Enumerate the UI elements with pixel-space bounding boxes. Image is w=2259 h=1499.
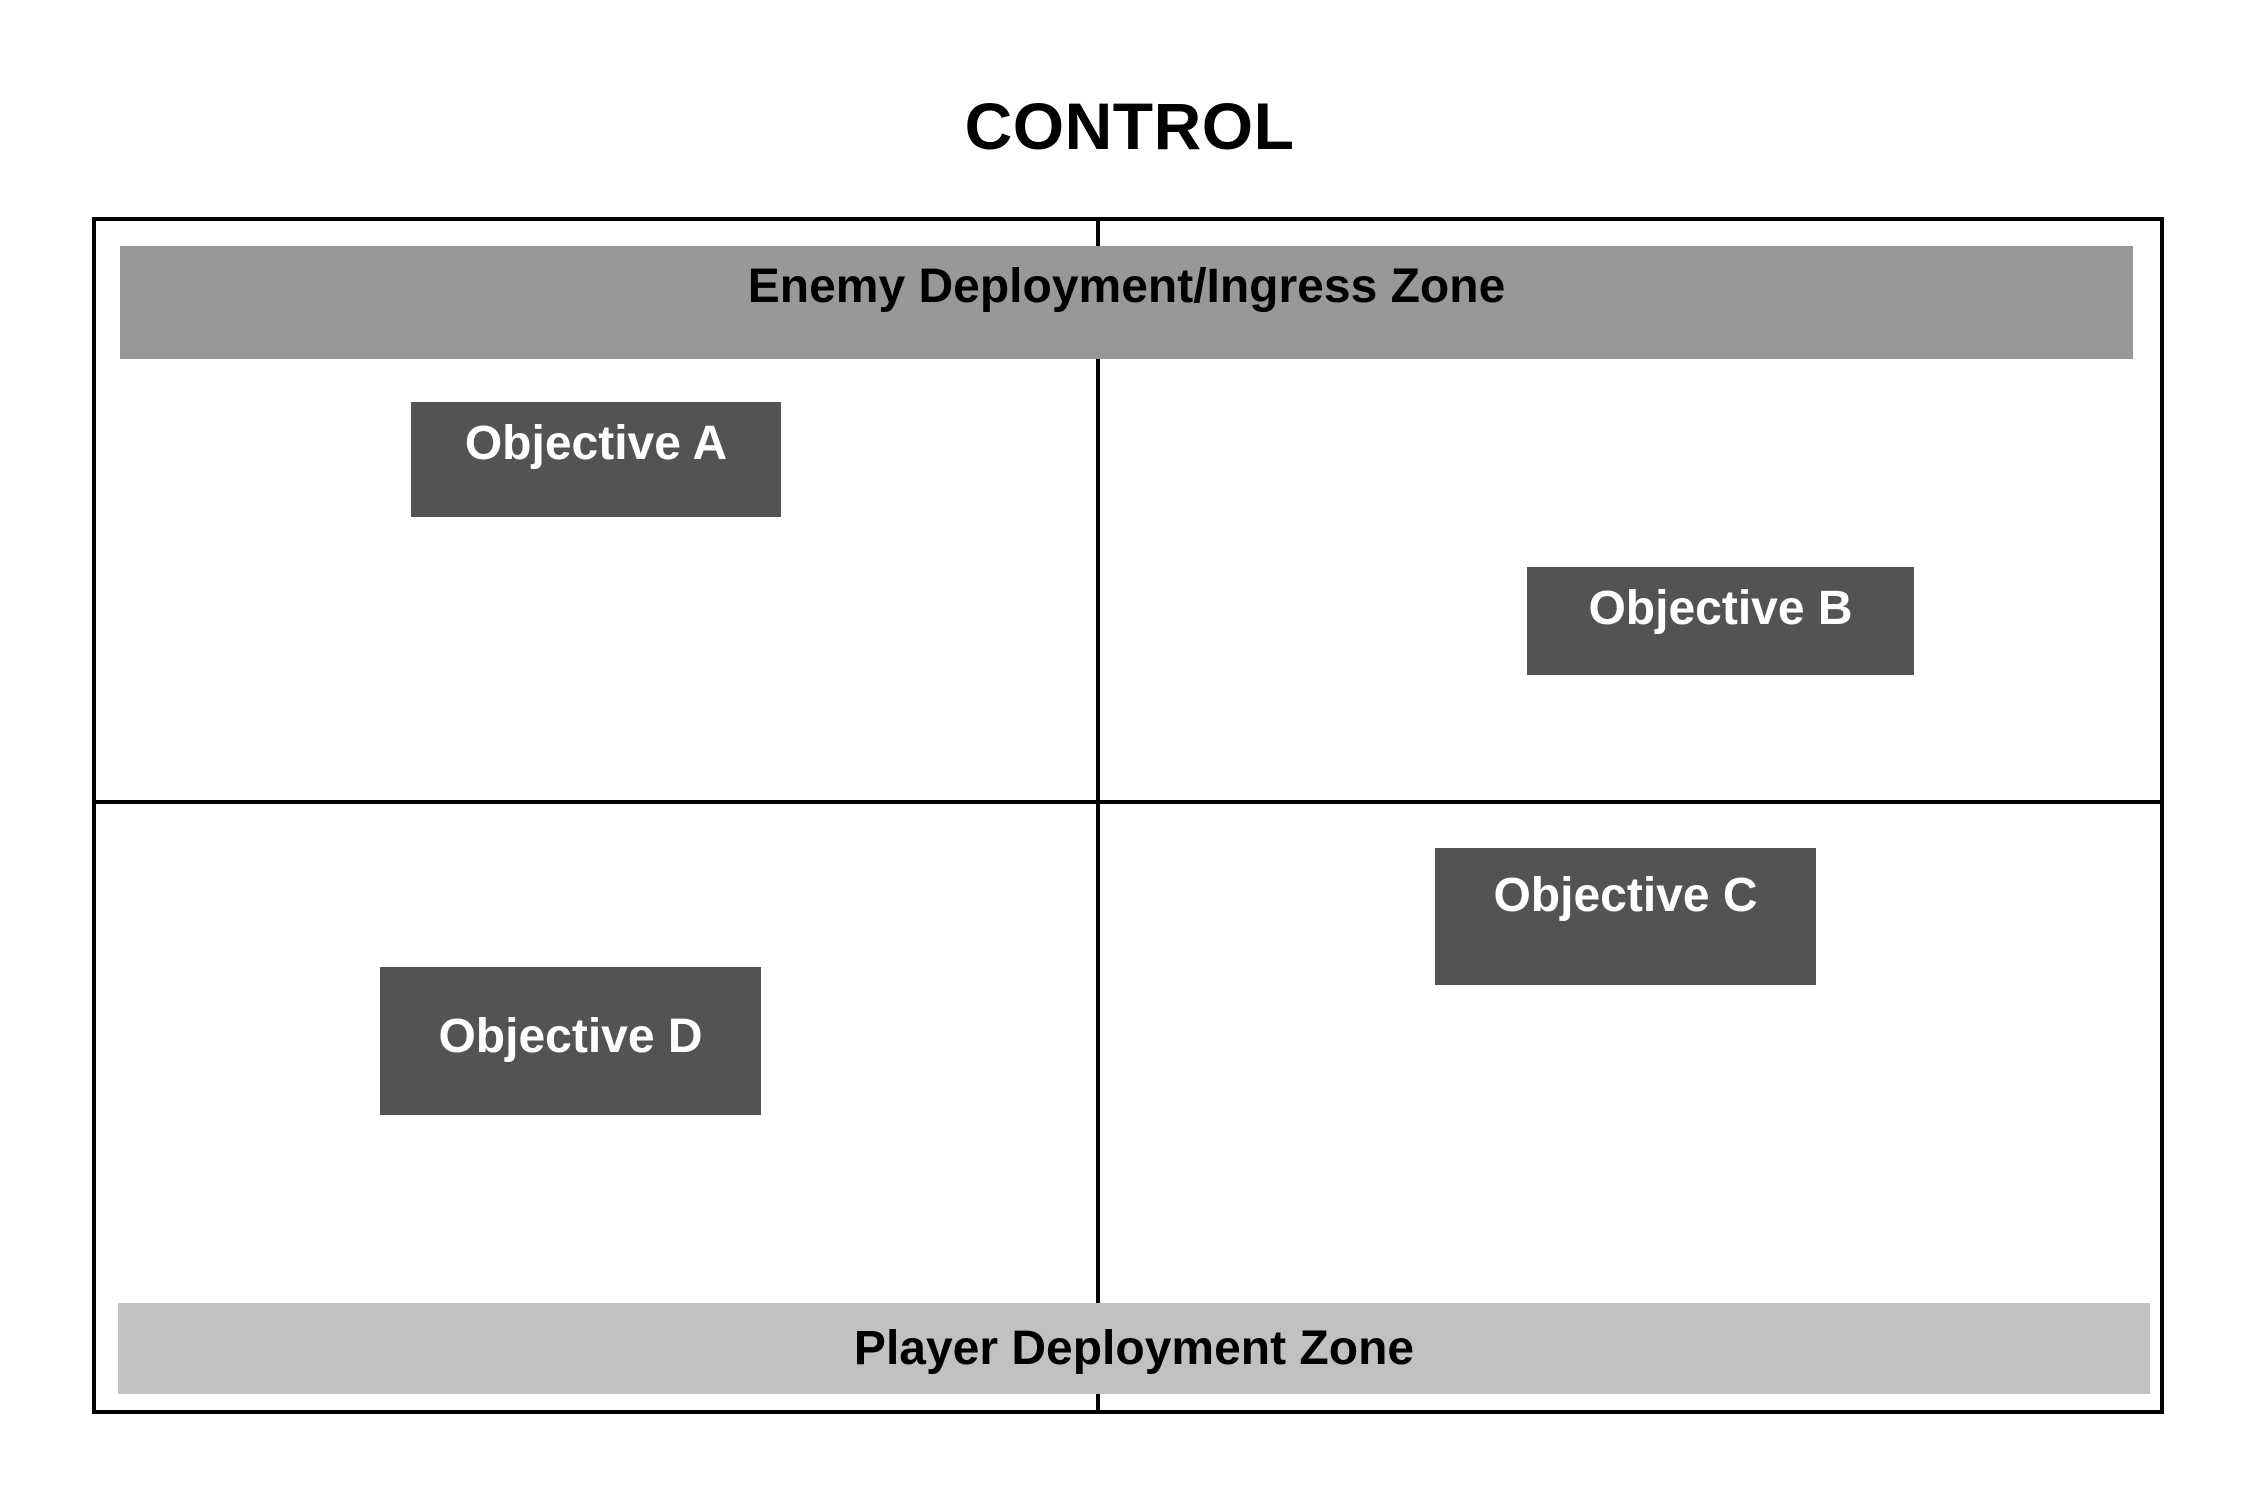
objective-d-label: Objective D <box>438 1009 703 1063</box>
player-deployment-zone: Player Deployment Zone <box>118 1303 2150 1394</box>
enemy-zone-label: Enemy Deployment/Ingress Zone <box>747 260 1506 313</box>
objective-c-label: Objective C <box>1493 869 1758 922</box>
objective-b: Objective B <box>1527 567 1914 675</box>
map-board <box>92 217 2164 1414</box>
objective-a: Objective A <box>411 402 781 517</box>
objective-b-label: Objective B <box>1588 582 1853 635</box>
player-zone-label: Player Deployment Zone <box>853 1322 1415 1375</box>
objective-c: Objective C <box>1435 848 1816 985</box>
objective-a-label: Objective A <box>464 417 728 470</box>
enemy-deployment-zone: Enemy Deployment/Ingress Zone <box>120 246 2133 359</box>
objective-d: Objective D <box>380 967 761 1115</box>
vertical-divider <box>1096 217 1100 1414</box>
map-title: CONTROL <box>964 89 1295 163</box>
horizontal-divider <box>92 800 2164 804</box>
